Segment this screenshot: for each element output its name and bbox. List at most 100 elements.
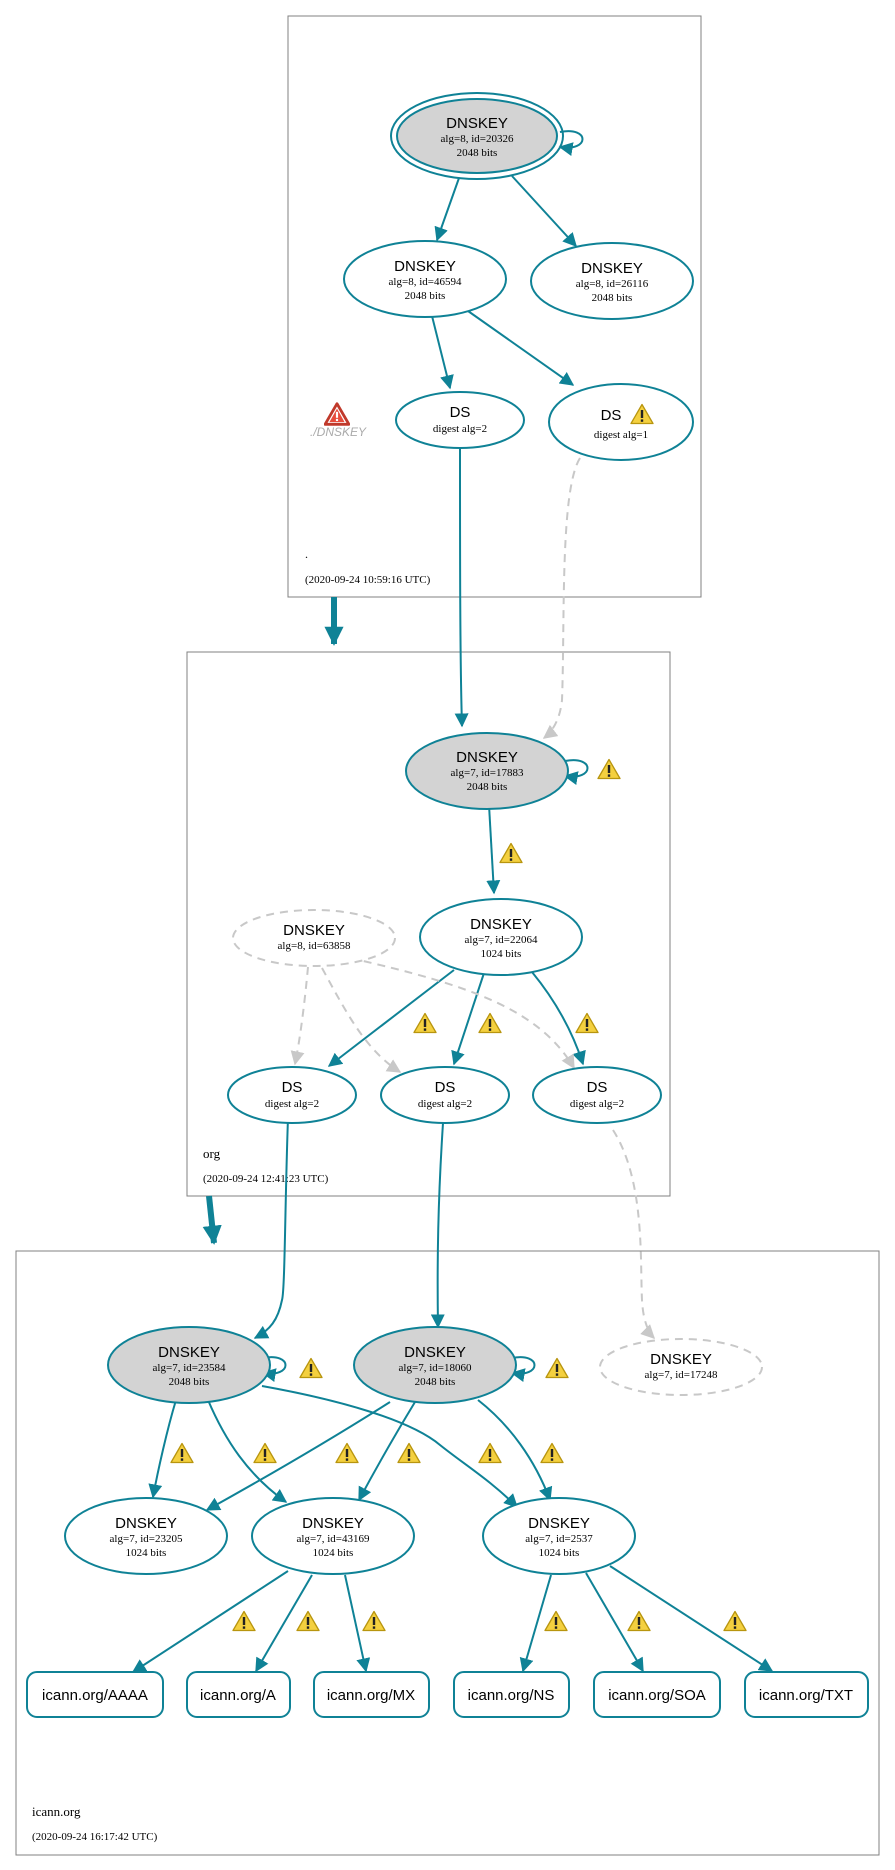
rrset-label: icann.org/AAAA <box>42 1687 148 1704</box>
node-ic-zsk-43169[interactable]: DNSKEY alg=7, id=43169 1024 bits <box>251 1497 415 1575</box>
node-org-k63858[interactable]: DNSKEY alg=8, id=63858 <box>232 909 396 967</box>
warning-icon[interactable] <box>232 1610 256 1632</box>
warning-icon[interactable] <box>413 1012 437 1034</box>
node-root-ds-alg1[interactable]: DS digest alg=1 <box>548 383 694 461</box>
rrset-txt[interactable]: icann.org/TXT <box>744 1671 869 1718</box>
node-detail: 2048 bits <box>592 292 633 304</box>
warning-icon[interactable] <box>296 1610 320 1632</box>
warning-icon[interactable] <box>575 1012 599 1034</box>
node-detail: 2048 bits <box>169 1376 210 1388</box>
warning-icon[interactable] <box>299 1357 323 1379</box>
edge-org-ksk-zsk <box>486 804 501 895</box>
node-ic-zsk-23205[interactable]: DNSKEY alg=7, id=23205 1024 bits <box>64 1497 228 1575</box>
edge-z2537-soa <box>585 1572 644 1673</box>
rrset-aaaa[interactable]: icann.org/AAAA <box>26 1671 164 1718</box>
node-ic-zsk-2537[interactable]: DNSKEY alg=7, id=2537 1024 bits <box>482 1497 636 1575</box>
edge-org-ksk-self <box>563 759 589 785</box>
edge-z2537-txt <box>609 1565 774 1672</box>
warning-icon[interactable] <box>545 1357 569 1379</box>
warning-icon[interactable] <box>597 758 621 780</box>
node-org-ds-c[interactable]: DS digest alg=2 <box>532 1066 662 1124</box>
edge-ic-ksk1-self <box>261 1356 287 1382</box>
root-dnskey-error[interactable]: ./DNSKEY <box>310 402 367 439</box>
node-detail: 2048 bits <box>457 147 498 159</box>
edge-ic-ksk1-z23205 <box>148 1399 177 1499</box>
rrset-ns[interactable]: icann.org/NS <box>453 1671 570 1718</box>
rrset-soa[interactable]: icann.org/SOA <box>593 1671 721 1718</box>
warning-icon[interactable] <box>499 842 523 864</box>
node-org-zsk[interactable]: DNSKEY alg=7, id=22064 1024 bits <box>419 898 583 976</box>
warning-icon[interactable] <box>478 1442 502 1464</box>
node-detail: alg=7, id=23584 <box>153 1362 226 1374</box>
node-title: DS <box>587 1079 608 1096</box>
node-title: DS <box>282 1079 303 1096</box>
node-detail: alg=7, id=17883 <box>451 767 524 779</box>
warning-icon[interactable] <box>478 1012 502 1034</box>
edge-org-dsb-ic-ksk2 <box>430 1122 445 1329</box>
node-detail: 1024 bits <box>313 1547 354 1559</box>
edge-org-k63858-dsc <box>349 957 575 1070</box>
warning-icon[interactable] <box>170 1442 194 1464</box>
node-root-k26116[interactable]: DNSKEY alg=8, id=26116 2048 bits <box>530 242 694 320</box>
edge-z2537-ns <box>519 1574 552 1673</box>
edge-org-dsa-ic-ksk1 <box>253 1117 289 1339</box>
warning-icon[interactable] <box>362 1610 386 1632</box>
node-detail: digest alg=2 <box>570 1098 624 1110</box>
node-root-zsk[interactable]: DNSKEY alg=8, id=46594 2048 bits <box>343 240 507 318</box>
node-title: DNSKEY <box>394 258 456 275</box>
node-ic-ksk-18060[interactable]: DNSKEY alg=7, id=18060 2048 bits <box>353 1326 517 1404</box>
edge-ic-ksk2-z43169 <box>358 1401 416 1502</box>
zone-org-timestamp: (2020-09-24 12:41:23 UTC) <box>203 1173 329 1185</box>
node-ic-ksk-23584[interactable]: DNSKEY alg=7, id=23584 2048 bits <box>107 1326 271 1404</box>
node-detail: alg=7, id=18060 <box>399 1362 472 1374</box>
node-detail: 2048 bits <box>467 781 508 793</box>
node-detail: digest alg=2 <box>265 1098 319 1110</box>
edge-org-zsk-dsb <box>451 972 485 1066</box>
node-detail: alg=7, id=23205 <box>110 1533 183 1545</box>
node-org-ds-a[interactable]: DS digest alg=2 <box>227 1066 357 1124</box>
node-detail: alg=7, id=17248 <box>645 1369 718 1381</box>
node-detail: alg=8, id=20326 <box>441 133 514 145</box>
rrset-a[interactable]: icann.org/A <box>186 1671 291 1718</box>
zone-root: . (2020-09-24 10:59:16 UTC) <box>287 15 702 598</box>
edge-org-zsk-dsa <box>327 969 455 1067</box>
warning-icon[interactable] <box>335 1442 359 1464</box>
warning-icon[interactable] <box>253 1442 277 1464</box>
node-root-ds-alg2[interactable]: DS digest alg=2 <box>395 391 525 449</box>
zone-icann-timestamp: (2020-09-24 16:17:42 UTC) <box>32 1831 158 1843</box>
node-root-ksk[interactable]: DNSKEY alg=8, id=20326 2048 bits <box>390 92 564 180</box>
delegation-arrow-org-icann <box>202 1195 222 1245</box>
edge-ic-ksk2-self <box>510 1356 536 1382</box>
node-ic-k17248[interactable]: DNSKEY alg=7, id=17248 <box>599 1338 763 1396</box>
warning-icon[interactable] <box>397 1442 421 1464</box>
node-title: DNSKEY <box>115 1515 177 1532</box>
warning-icon[interactable] <box>544 1610 568 1632</box>
edge-org-k63858-dsa <box>290 966 309 1066</box>
node-org-ds-b[interactable]: DS digest alg=2 <box>380 1066 510 1124</box>
node-title: DS <box>601 407 622 424</box>
node-org-ksk[interactable]: DNSKEY alg=7, id=17883 2048 bits <box>405 732 569 810</box>
node-title: DNSKEY <box>446 115 508 132</box>
edge-ic-ksk2-z2537 <box>477 1399 553 1502</box>
edges <box>131 130 774 1673</box>
rrset-label: icann.org/TXT <box>759 1687 853 1704</box>
node-detail: 1024 bits <box>539 1547 580 1559</box>
node-detail: digest alg=2 <box>433 423 487 435</box>
edge-ic-ksk2-z23205 <box>205 1401 391 1511</box>
node-title: DNSKEY <box>528 1515 590 1532</box>
zone-root-timestamp: (2020-09-24 10:59:16 UTC) <box>305 574 431 586</box>
node-detail: alg=7, id=43169 <box>297 1533 370 1545</box>
warning-icon[interactable] <box>540 1442 564 1464</box>
rrset-label: icann.org/NS <box>468 1687 555 1704</box>
edge-warnings <box>170 758 747 1632</box>
warning-icon[interactable] <box>627 1610 651 1632</box>
zone-root-name: . <box>305 547 308 561</box>
node-detail: digest alg=1 <box>594 429 648 441</box>
node-detail: alg=8, id=46594 <box>389 276 462 288</box>
node-detail: digest alg=2 <box>418 1098 472 1110</box>
edge-ic-ksk1-z2537 <box>261 1385 518 1508</box>
zone-org-name: org <box>203 1146 221 1161</box>
warning-icon[interactable] <box>723 1610 747 1632</box>
rrset-mx[interactable]: icann.org/MX <box>313 1671 430 1718</box>
